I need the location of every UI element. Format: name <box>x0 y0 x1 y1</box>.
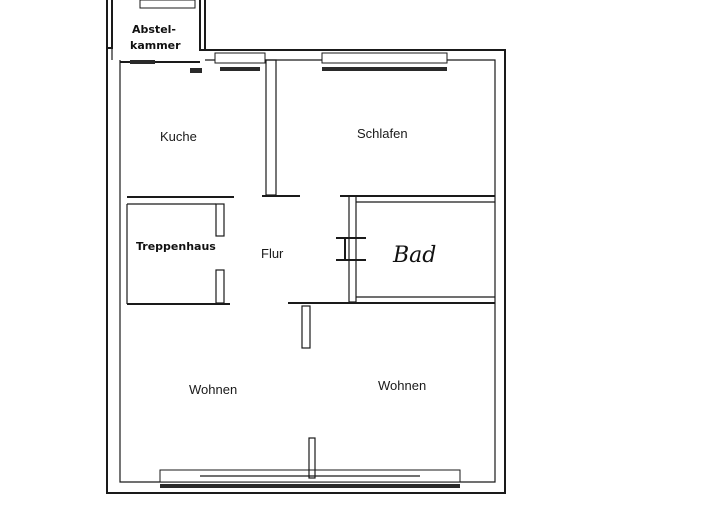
abstellkammer-label-line2: kammer <box>130 39 181 52</box>
schlafen-label: Schlafen <box>357 126 408 141</box>
abstellkammer-label-line1: Abstel- <box>132 23 176 36</box>
room-labels: Abstel- kammer Kuche Schlafen Treppenhau… <box>130 23 436 397</box>
treppenhaus-label: Treppenhaus <box>136 240 216 253</box>
interior-walls <box>126 59 495 479</box>
bad-label: Bad <box>392 243 436 268</box>
flur-label: Flur <box>261 246 284 261</box>
wohnen-right-label: Wohnen <box>378 378 426 393</box>
kueche-label: Kuche <box>160 129 197 144</box>
bottom-windows <box>159 469 461 488</box>
top-windows <box>130 0 448 73</box>
wohnen-left-label: Wohnen <box>189 382 237 397</box>
